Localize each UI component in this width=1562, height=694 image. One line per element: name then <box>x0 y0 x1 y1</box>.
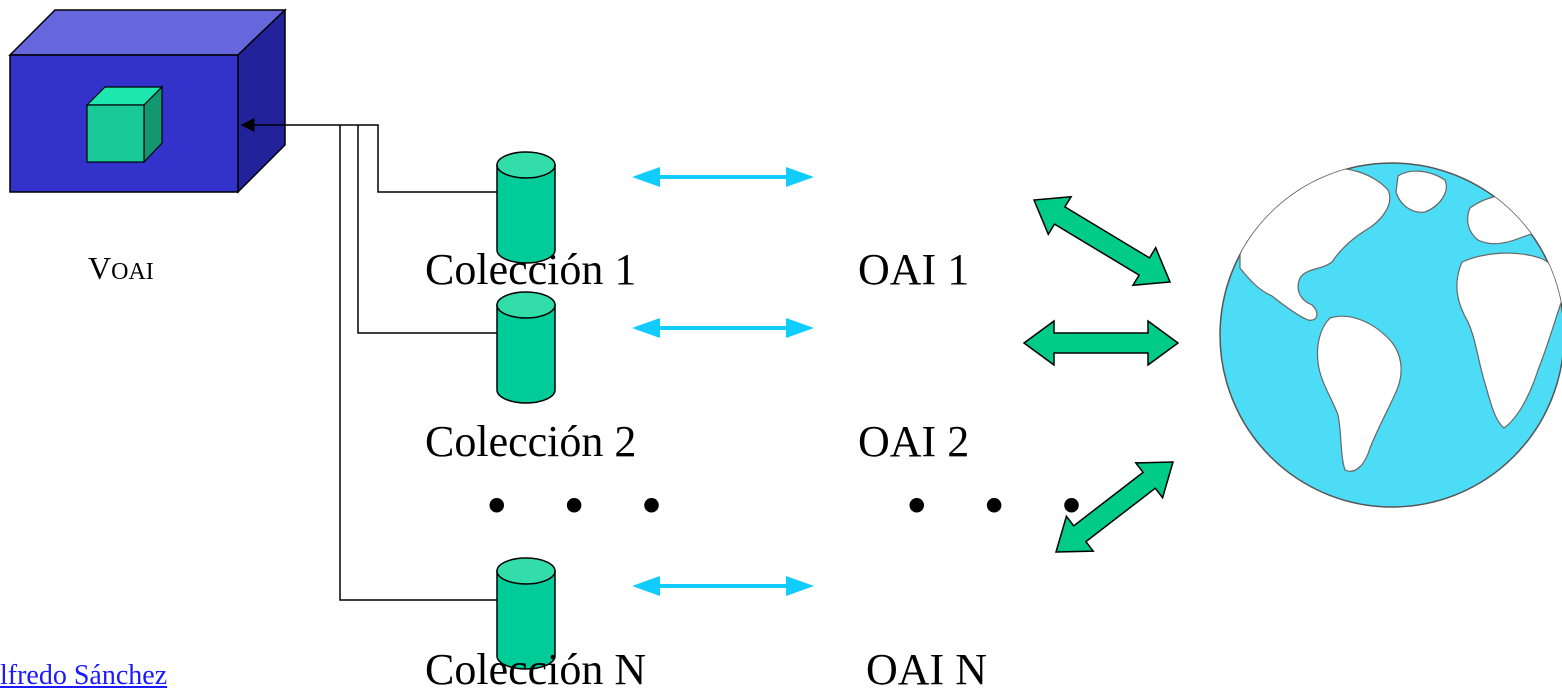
greenland-land <box>1395 170 1447 213</box>
connector-collection-2 <box>357 125 497 334</box>
database-cylinder-icon <box>496 291 556 404</box>
green-double-arrow <box>1022 319 1180 367</box>
green-double-arrow <box>1054 461 1175 553</box>
cube-front <box>86 104 145 163</box>
oai-1-label: OAI 1 <box>858 245 970 294</box>
collection-cylinders <box>496 151 556 670</box>
africa-land <box>1456 252 1562 429</box>
cylinder-top <box>496 151 556 179</box>
database-cylinder-icon <box>496 557 556 670</box>
collection-1-label: Colección 1 <box>425 245 637 294</box>
collection-2-label: Colección 2 <box>425 417 637 466</box>
green-arrows <box>1022 195 1180 553</box>
arrow-head-right <box>786 576 814 596</box>
cylinder-top <box>496 291 556 319</box>
cylinder-body <box>496 304 556 404</box>
collection-n-label: Colección N <box>425 645 647 694</box>
oai-2-label: OAI 2 <box>858 417 970 466</box>
arrow-head-right <box>786 167 814 187</box>
europe-land <box>1467 193 1562 245</box>
globe-icon <box>1219 162 1562 508</box>
connector-lines <box>240 118 497 601</box>
blue-double-arrow <box>632 318 814 338</box>
green-double-arrow <box>1032 195 1172 287</box>
database-cylinder-icon <box>496 151 556 264</box>
arrow-head-left <box>632 318 660 338</box>
server-top-face <box>8 9 287 56</box>
blue-double-arrow <box>632 167 814 187</box>
cylinder-body <box>496 164 556 264</box>
connector-collection-1 <box>340 124 497 193</box>
voai-label: VOAI <box>88 252 154 284</box>
voai-label-rest: OAI <box>111 259 154 285</box>
blue-double-arrow <box>632 576 814 596</box>
collections-ellipsis: • • • <box>482 478 683 536</box>
oai-ellipsis: • • • <box>902 478 1103 536</box>
south-america-land <box>1316 315 1402 472</box>
author-link[interactable]: lfredo Sánchez <box>0 660 168 691</box>
arrow-head-left <box>632 576 660 596</box>
arrow-head-left <box>632 167 660 187</box>
cylinder-top <box>496 557 556 585</box>
cylinder-body <box>496 570 556 670</box>
connector-collection-n <box>339 125 497 601</box>
oai-n-label: OAI N <box>866 645 987 694</box>
blue-arrows <box>632 167 814 596</box>
voai-label-initial: V <box>88 250 112 286</box>
arrow-head-right <box>786 318 814 338</box>
voai-server-icon <box>8 8 287 194</box>
